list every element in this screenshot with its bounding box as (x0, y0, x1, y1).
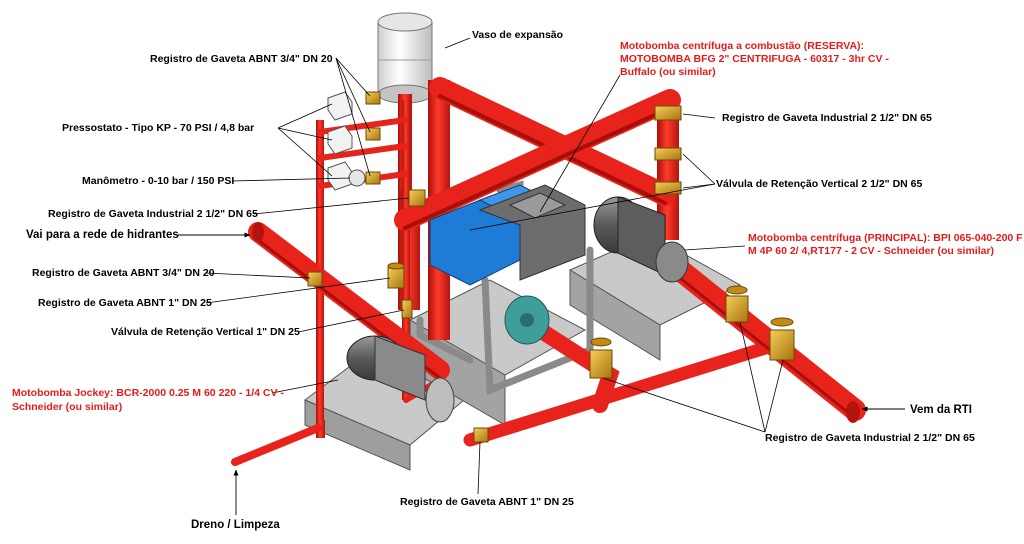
base-jockey-side (304, 399, 411, 471)
valve-abnt1-mid (387, 267, 405, 289)
label-gate-valve-abnt1-mid: Registro de Gaveta ABNT 1" DN 25 (38, 297, 212, 309)
valve-check-right-2 (654, 181, 682, 195)
label-reserve-pump-line3: Buffalo (ou similar) (620, 66, 716, 78)
valve-gate-left (408, 189, 426, 207)
label-main-pump-line2: M 4P 60 2/ 4,RT177 - 2 CV - Schneider (o… (748, 245, 994, 257)
valve-handwheel-4 (387, 262, 405, 270)
valve-abnt34-3 (365, 171, 381, 185)
grey-loop-3 (416, 316, 474, 364)
valve-suction-3 (589, 349, 613, 379)
label-gate-valve-abnt1-bottom: Registro de Gaveta ABNT 1" DN 25 (400, 496, 574, 508)
valve-check-1 (401, 299, 413, 319)
pipe-small-cross-2 (317, 143, 408, 161)
valve-abnt34-2 (365, 127, 381, 141)
valve-abnt34-mid (307, 271, 323, 287)
valve-handwheel-2 (770, 317, 794, 327)
pipe-cross-header-shade (403, 106, 672, 230)
label-manometer: Manômetro - 0-10 bar / 150 PSI (82, 175, 234, 187)
pipe-rti-end (846, 401, 860, 423)
label-drain: Dreno / Limpeza (191, 519, 280, 531)
labels: Vaso de expansão Registro de Gaveta ABNT… (12, 29, 1024, 531)
label-check-valve-1: Válvula de Retenção Vertical 1" DN 25 (111, 326, 300, 338)
pipe-hydrant-end (252, 222, 264, 242)
instruments (327, 91, 366, 191)
valve-suction-1 (725, 295, 749, 323)
expansion-vessel (377, 12, 433, 104)
label-to-hydrants: Vai para a rede de hidrantes (26, 229, 179, 241)
pipe-to-hydrants (248, 222, 450, 380)
label-from-rti: Vem da RTI (910, 404, 972, 416)
pipe-small-left-2 (402, 100, 410, 400)
pipe-suction-big-shade (678, 276, 857, 420)
label-check-valve-right: Válvula de Retenção Vertical 2 1/2" DN 6… (716, 178, 922, 190)
valve-handwheel-3 (590, 337, 612, 347)
pressure-switch-2 (327, 125, 353, 155)
label-gate-valve-abnt34-mid: Registro de Gaveta ABNT 3/4" DN 20 (32, 267, 215, 279)
pipe-drain (231, 424, 322, 466)
pressure-switch-1 (327, 91, 353, 121)
label-reserve-pump-line2: MOTOBOMBA BFG 2" CENTRIFUGA - 60317 - 3h… (620, 53, 889, 65)
label-pressure-switch: Pressostato - Tipo KP - 70 PSI / 4,8 bar (62, 122, 254, 134)
label-gate-valve-ind-left: Registro de Gaveta Industrial 2 1/2" DN … (48, 208, 258, 220)
label-gate-valve-ind-right-bottom: Registro de Gaveta Industrial 2 1/2" DN … (765, 432, 975, 444)
label-reserve-pump-line1: Motobomba centrífuga a combustão (RESERV… (620, 40, 864, 52)
pipe-suction-big (669, 259, 866, 421)
valve-suction-2 (769, 329, 795, 361)
valve-handwheel-1 (726, 285, 748, 295)
valve-abnt1-bottom (473, 427, 489, 443)
grey-loop-2 (481, 246, 594, 396)
label-gate-valve-abnt34-top: Registro de Gaveta ABNT 3/4" DN 20 (150, 53, 333, 65)
equipment-bases (304, 234, 742, 471)
label-jockey-pump-line2: Schneider (ou similar) (12, 401, 122, 413)
leader-lines (205, 37, 784, 495)
label-gate-valve-ind-right-top: Registro de Gaveta Industrial 2 1/2" DN … (722, 112, 932, 124)
valve-gate-right-top (654, 105, 682, 121)
jockey-impeller-teal (504, 295, 550, 345)
jockey-pump (346, 335, 455, 423)
main-pump (593, 196, 689, 283)
label-jockey-pump-line1: Motobomba Jockey: BCR-2000 0.25 M 60 220… (12, 387, 284, 399)
manometer-gauge (348, 169, 366, 187)
label-main-pump-line1: Motobomba centrífuga (PRINCIPAL): BPI 06… (748, 232, 1024, 244)
pipe-cross-header (394, 89, 681, 231)
valve-check-right-1 (654, 147, 682, 161)
label-expansion-vessel: Vaso de expansão (472, 29, 563, 41)
